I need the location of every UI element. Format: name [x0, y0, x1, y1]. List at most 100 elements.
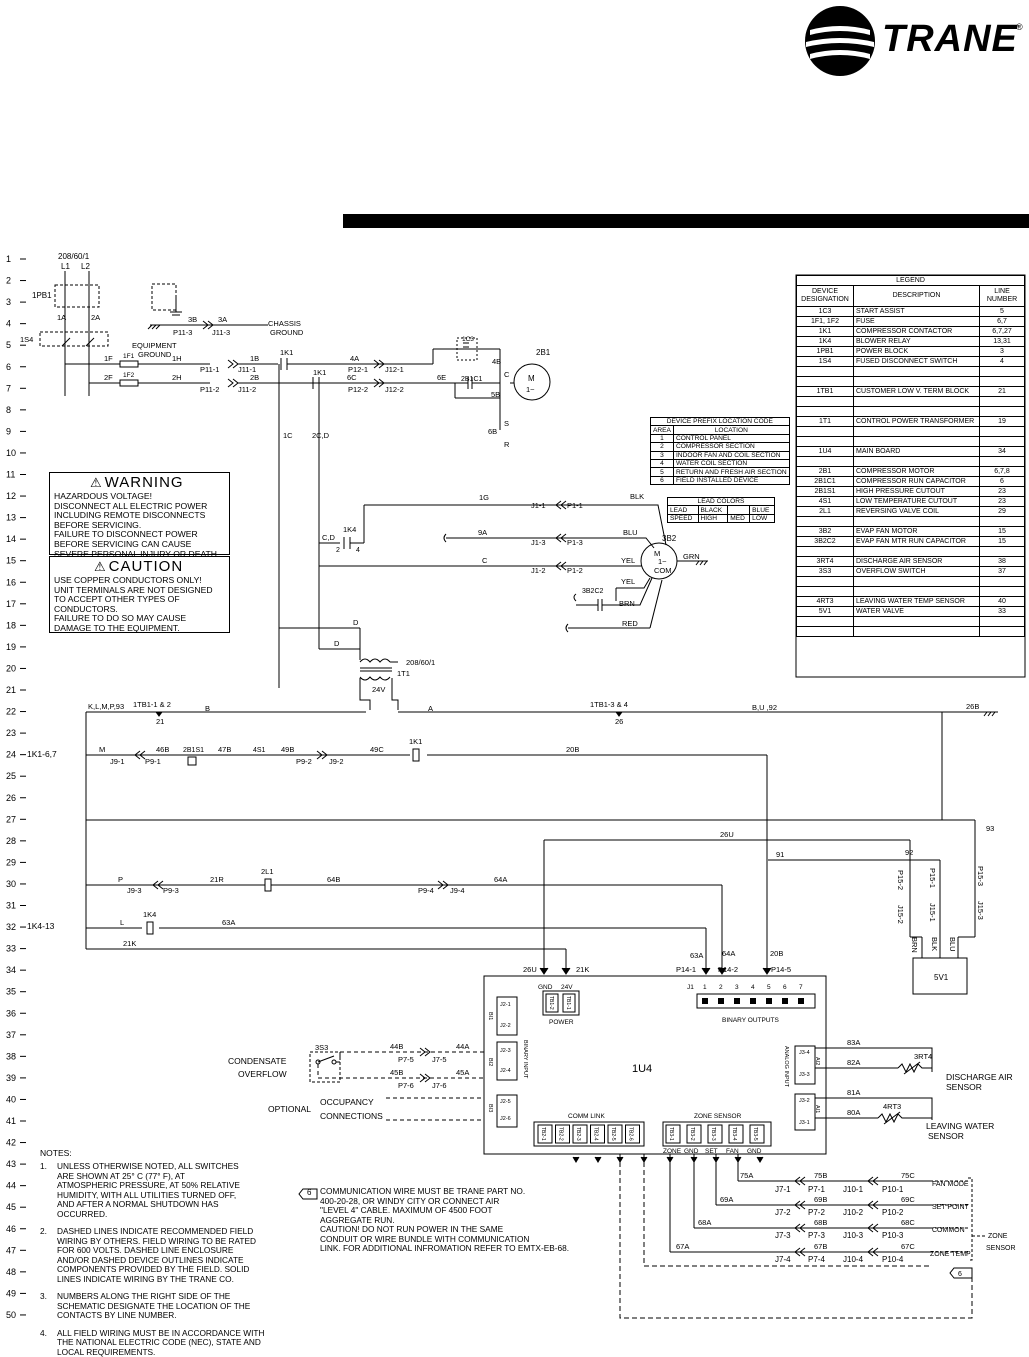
legend-line-cell: 19 [980, 417, 1025, 427]
legend-line-cell: 15 [980, 527, 1025, 537]
contactor-1k1-label: 1K1 [280, 348, 293, 357]
legend-designation-cell [797, 547, 854, 557]
legend-designation-cell: 1C3 [797, 307, 854, 317]
legend-designation-cell: 3RT4 [797, 557, 854, 567]
bi3-label: BI3 [487, 1104, 493, 1112]
p11-2-label: P11-2 [200, 385, 219, 394]
legend-designation-cell: 3B2C2 [797, 537, 854, 547]
relay-1k4-label: 1K4 [343, 525, 356, 534]
legend-line-cell: 6,7,8 [980, 467, 1025, 477]
p10-2-label: P10-2 [882, 1208, 904, 1217]
legend-line-cell [980, 367, 1025, 377]
warning-text: HAZARDOUS VOLTAGE!DISCONNECT ALL ELECTRI… [54, 492, 219, 559]
line-number: 27 [6, 814, 16, 824]
comm-terminal-label: TB2-3 [575, 1127, 581, 1141]
optional-label: OPTIONAL [268, 1104, 311, 1114]
legend-description-cell: LOW TEMPERATURE CUTOUT [854, 497, 980, 507]
j10-4-label: J10-4 [843, 1255, 864, 1264]
wire-67b-label: 67B [814, 1242, 827, 1251]
wire-d2-label: D [334, 639, 340, 648]
legend-designation-cell: 1S4 [797, 357, 854, 367]
l2-label: L2 [81, 262, 90, 271]
analog-input-label: ANALOG INPUT [783, 1046, 789, 1088]
comm-link-label: COMM LINK [568, 1113, 606, 1120]
lead-blk-label: BLK [630, 492, 644, 501]
common-label: COMMON [932, 1227, 965, 1234]
p1-1-label: P1-1 [567, 501, 583, 510]
line-number: 18 [6, 620, 16, 630]
legend-line-cell: 21 [980, 387, 1025, 397]
legend-designation-cell [797, 617, 854, 627]
legend-designation-cell [797, 577, 854, 587]
comm-flag-6: 6 [958, 1271, 962, 1278]
j1-1-label: J1-1 [531, 501, 546, 510]
board-terminal-marker [595, 1157, 601, 1162]
lead-yel-label: YEL [621, 556, 635, 565]
wire-80a-label: 80A [847, 1108, 860, 1117]
legend-description-cell: HIGH PRESSURE CUTOUT [854, 487, 980, 497]
main-board-label: 1U4 [632, 1063, 652, 1075]
wire-2f-label: 2F [104, 373, 113, 382]
transformer-primary-label: 208/60/1 [406, 658, 435, 667]
prefix-location-cell: COMPRESSOR SECTION [673, 443, 789, 451]
binary-output-pin [766, 998, 772, 1004]
wire-6c-label: 6C [347, 373, 357, 382]
line-number: 33 [6, 944, 16, 954]
j15-2-label: J15-2 [896, 905, 905, 924]
wire-64a-label: 64A [494, 875, 507, 884]
rail-klmp-label: K,L,M,P,93 [88, 702, 124, 711]
board-bottom-terminals [573, 1157, 763, 1162]
legend-header-line: LINE NUMBER [980, 286, 1025, 307]
comm-terminal-label: TB2-5 [610, 1127, 616, 1141]
overflow-label: OVERFLOW [238, 1069, 287, 1079]
legend-description-cell: DISCHARGE AIR SENSOR [854, 557, 980, 567]
legend-description-cell: START ASSIST [854, 307, 980, 317]
p9-3-label: P9-3 [163, 886, 179, 895]
comm-terminal-label: TB2-1 [540, 1127, 546, 1141]
j9-1-label: J9-1 [110, 757, 125, 766]
legend-description-cell: FUSED DISCONNECT SWITCH [854, 357, 980, 367]
lead-brn-label: BRN [619, 599, 635, 608]
set-point-label: SET POINT [932, 1204, 970, 1211]
line-number: 35 [6, 987, 16, 997]
binary-output-number: 3 [735, 984, 739, 991]
zone-pin-label: ZONE [663, 1148, 682, 1155]
fan-section: 1C 2C,D C,D 1K4 2 4 1G J1-1 P1-1 BLK 9A … [279, 364, 708, 688]
wire-64a-board-label: 64A [722, 949, 735, 958]
prefix-area-cell: 5 [651, 468, 674, 476]
legend-line-cell [980, 587, 1025, 597]
wire-b-label: B [205, 704, 210, 713]
j10-2-label: J10-2 [843, 1208, 864, 1217]
fuse-1f1 [120, 361, 138, 367]
p15-1-label: P15-1 [928, 868, 937, 888]
p1-3-label: P1-3 [567, 538, 583, 547]
j1-3-label: J1-3 [531, 538, 546, 547]
terminal-26-label: 26 [615, 717, 623, 726]
wire-75b-label: 75B [814, 1171, 827, 1180]
p7-5-label: P7-5 [398, 1055, 414, 1064]
wire-21k-board-label: 21K [576, 965, 589, 974]
j1-header-label: J1 [687, 984, 694, 991]
relay-pin-2: 2 [336, 547, 340, 554]
lead-red-label: RED [622, 619, 638, 628]
discharge-sensor-tag: 3RT4 [914, 1052, 932, 1061]
legend-line-cell [980, 397, 1025, 407]
line-ref-23: 1K1-6,7 [27, 749, 57, 759]
prefix-area-cell: 1 [651, 434, 674, 442]
legend-line-cell [980, 617, 1025, 627]
j1-2-label: J1-2 [531, 566, 546, 575]
legend-designation-cell: 2B1S1 [797, 487, 854, 497]
line-number: 20 [6, 663, 16, 673]
line-number: 36 [6, 1008, 16, 1018]
caution-title-row: ⚠ CAUTION [94, 558, 183, 575]
wire-92-label: 92 [905, 848, 913, 857]
wire-2a-label: 2A [91, 313, 100, 322]
legend-description-cell: BLOWER RELAY [854, 337, 980, 347]
fan-motor-ac-label: 1~ [658, 557, 667, 566]
legend-row [797, 397, 1025, 407]
